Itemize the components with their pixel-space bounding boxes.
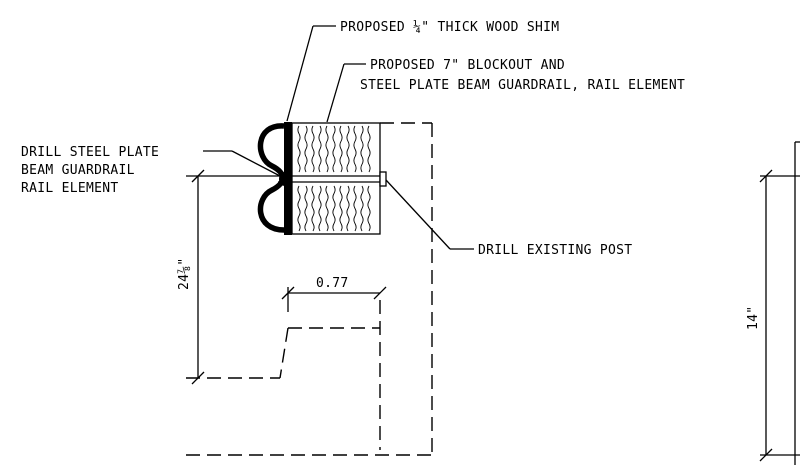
existing-post-outline — [186, 122, 433, 456]
grain-line — [346, 125, 350, 173]
dimension-offset: 0.77 — [281, 276, 387, 312]
grain-line — [360, 185, 364, 232]
grain-line — [325, 185, 329, 232]
callout-blockout-line2: STEEL PLATE BEAM GUARDRAIL, RAIL ELEMENT — [360, 78, 685, 93]
grain-line — [318, 185, 322, 232]
grain-line — [353, 185, 357, 232]
grain-line — [346, 185, 350, 232]
callout-drill-plate-line3: RAIL ELEMENT — [21, 181, 119, 196]
callout-shim: PROPOSED ¼" THICK WOOD SHIM — [340, 20, 559, 35]
grain-line — [311, 185, 315, 232]
callout-drill-post: DRILL EXISTING POST — [478, 243, 632, 258]
callout-drill-plate-line1: DRILL STEEL PLATE — [21, 145, 159, 160]
callout-drill-plate-line2: BEAM GUARDRAIL — [21, 163, 135, 178]
grain-line — [297, 125, 301, 173]
grain-line — [325, 125, 329, 173]
grain-line — [304, 125, 308, 173]
callout-blockout-line1: PROPOSED 7" BLOCKOUT AND — [370, 58, 565, 73]
grain-line — [339, 185, 343, 232]
leader-lines — [203, 25, 474, 250]
dimension-height-left: 24⅞" — [177, 169, 278, 385]
wood-grain — [297, 125, 371, 232]
dimension-label-offset: 0.77 — [316, 276, 349, 291]
bolt — [278, 171, 387, 187]
grain-line — [360, 125, 364, 173]
grain-line — [367, 185, 371, 232]
grain-line — [339, 125, 343, 173]
grain-line — [332, 185, 336, 232]
grain-line — [318, 125, 322, 173]
grain-line — [304, 185, 308, 232]
grain-line — [297, 185, 301, 232]
grain-line — [332, 125, 336, 173]
right-partial-view: 14" — [746, 141, 800, 465]
dimension-label-height-right: 14" — [746, 306, 761, 330]
grain-line — [311, 125, 315, 173]
dimension-label-height-left: 24⅞" — [177, 257, 192, 290]
wood-blockout — [291, 122, 381, 235]
grain-line — [353, 125, 357, 173]
grain-line — [367, 125, 371, 173]
